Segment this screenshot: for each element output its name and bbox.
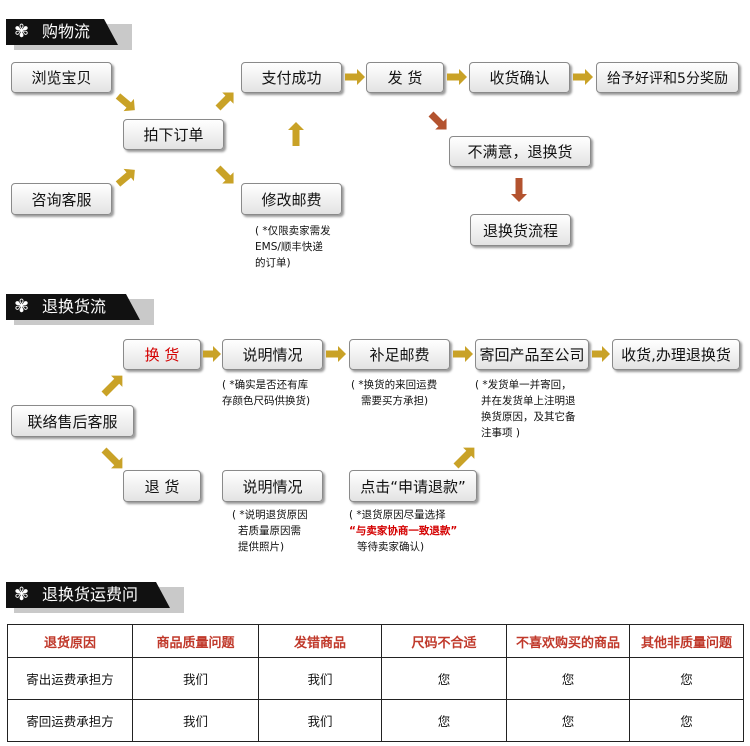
flower-icon: ✾ (14, 296, 30, 317)
flower-icon: ✾ (14, 584, 30, 605)
send-back-box: 寄回产品至公司 (475, 339, 589, 370)
arrow-right-icon (115, 168, 135, 187)
section-header-fee: ✾ 退换货运费问题 (6, 582, 170, 608)
arrow-right-icon (345, 69, 365, 85)
receive-box: 收货确认 (469, 62, 570, 93)
arrow-right-icon (447, 69, 467, 85)
unsatisfied-box: 不满意，退换货 (449, 136, 591, 167)
table-row: 寄出运费承担方 我们 我们 您 您 您 (7, 657, 744, 700)
table-cell: 您 (629, 699, 744, 742)
arrow-right-icon (215, 165, 234, 184)
arrow-up-icon (288, 122, 304, 146)
arrow-down-right-icon (101, 447, 123, 469)
apply-refund-note: ( *退货原因尽量选择 “与卖家协商一致退款” 等待卖家确认) (349, 509, 458, 553)
table-cell: 您 (506, 699, 630, 742)
review-box: 给予好评和5分奖励 (596, 62, 739, 93)
arrow-right-icon (115, 93, 135, 112)
arrow-down-icon (511, 178, 527, 202)
finish-box: 收货,办理退换货 (612, 339, 740, 370)
postage-box: 补足邮费 (349, 339, 450, 370)
postage-note: ( *换货的来回运费 需要买方承担) (351, 379, 438, 407)
arrow-right-icon (573, 69, 593, 85)
section-header-return: ✾ 退换货流程 (6, 294, 140, 320)
table-cell: 寄出运费承担方 (7, 657, 133, 700)
arrow-right-icon (215, 92, 234, 111)
consult-box: 咨询客服 (11, 183, 112, 215)
table-header-cell: 不喜欢购买的商品 (506, 624, 630, 658)
table-cell: 您 (381, 657, 507, 700)
pay-success-box: 支付成功 (241, 62, 342, 93)
flower-icon: ✾ (14, 21, 30, 42)
table-header-cell: 发错商品 (258, 624, 382, 658)
table-row: 寄回运费承担方 我们 我们 您 您 您 (7, 699, 744, 742)
browse-box: 浏览宝贝 (11, 62, 112, 93)
exchange-box: 换 货 (123, 339, 201, 370)
ship-box: 发 货 (366, 62, 444, 93)
modify-note: ( *仅限卖家需发 EMS/顺丰快递 的订单) (255, 225, 331, 269)
apply-refund-box: 点击“申请退款” (349, 470, 477, 502)
table-cell: 我们 (258, 657, 382, 700)
order-box: 拍下订单 (123, 119, 224, 150)
table-header-cell: 尺码不合适 (381, 624, 507, 658)
send-back-note: ( *发货单一并寄回， 并在发货单上注明退 换货原因，及其它备 注事项 ) (475, 379, 576, 439)
table-header-cell: 退货原因 (7, 624, 133, 658)
arrow-up-right-icon (101, 375, 123, 397)
table-header-row: 退货原因 商品质量问题 发错商品 尺码不合适 不喜欢购买的商品 其他非质量问题 (7, 624, 744, 658)
return-process-box: 退换货流程 (470, 214, 571, 246)
explain-refund-note: ( *说明退货原因 若质量原因需 提供照片) (232, 509, 308, 553)
modify-postage-box: 修改邮费 (241, 183, 342, 215)
shipping-fee-table: 退货原因 商品质量问题 发错商品 尺码不合适 不喜欢购买的商品 其他非质量问题 … (7, 624, 744, 742)
arrow-right-icon (453, 346, 473, 362)
arrow-right-icon (203, 346, 221, 362)
refund-box: 退 货 (123, 470, 201, 502)
arrow-up-right-icon (453, 447, 475, 469)
table-header-cell: 其他非质量问题 (629, 624, 744, 658)
after-sales-service-box: 联络售后客服 (11, 405, 134, 437)
arrow-right-icon (592, 346, 610, 362)
explain-situation-exchange-box: 说明情况 (222, 339, 323, 370)
explain-situation-refund-box: 说明情况 (222, 470, 323, 502)
arrow-down-right-icon (428, 111, 447, 130)
arrow-right-icon (326, 346, 346, 362)
table-cell: 您 (381, 699, 507, 742)
table-cell: 您 (506, 657, 630, 700)
explain-exchange-note: ( *确实是否还有库 存颜色尺码供换货) (222, 379, 311, 407)
